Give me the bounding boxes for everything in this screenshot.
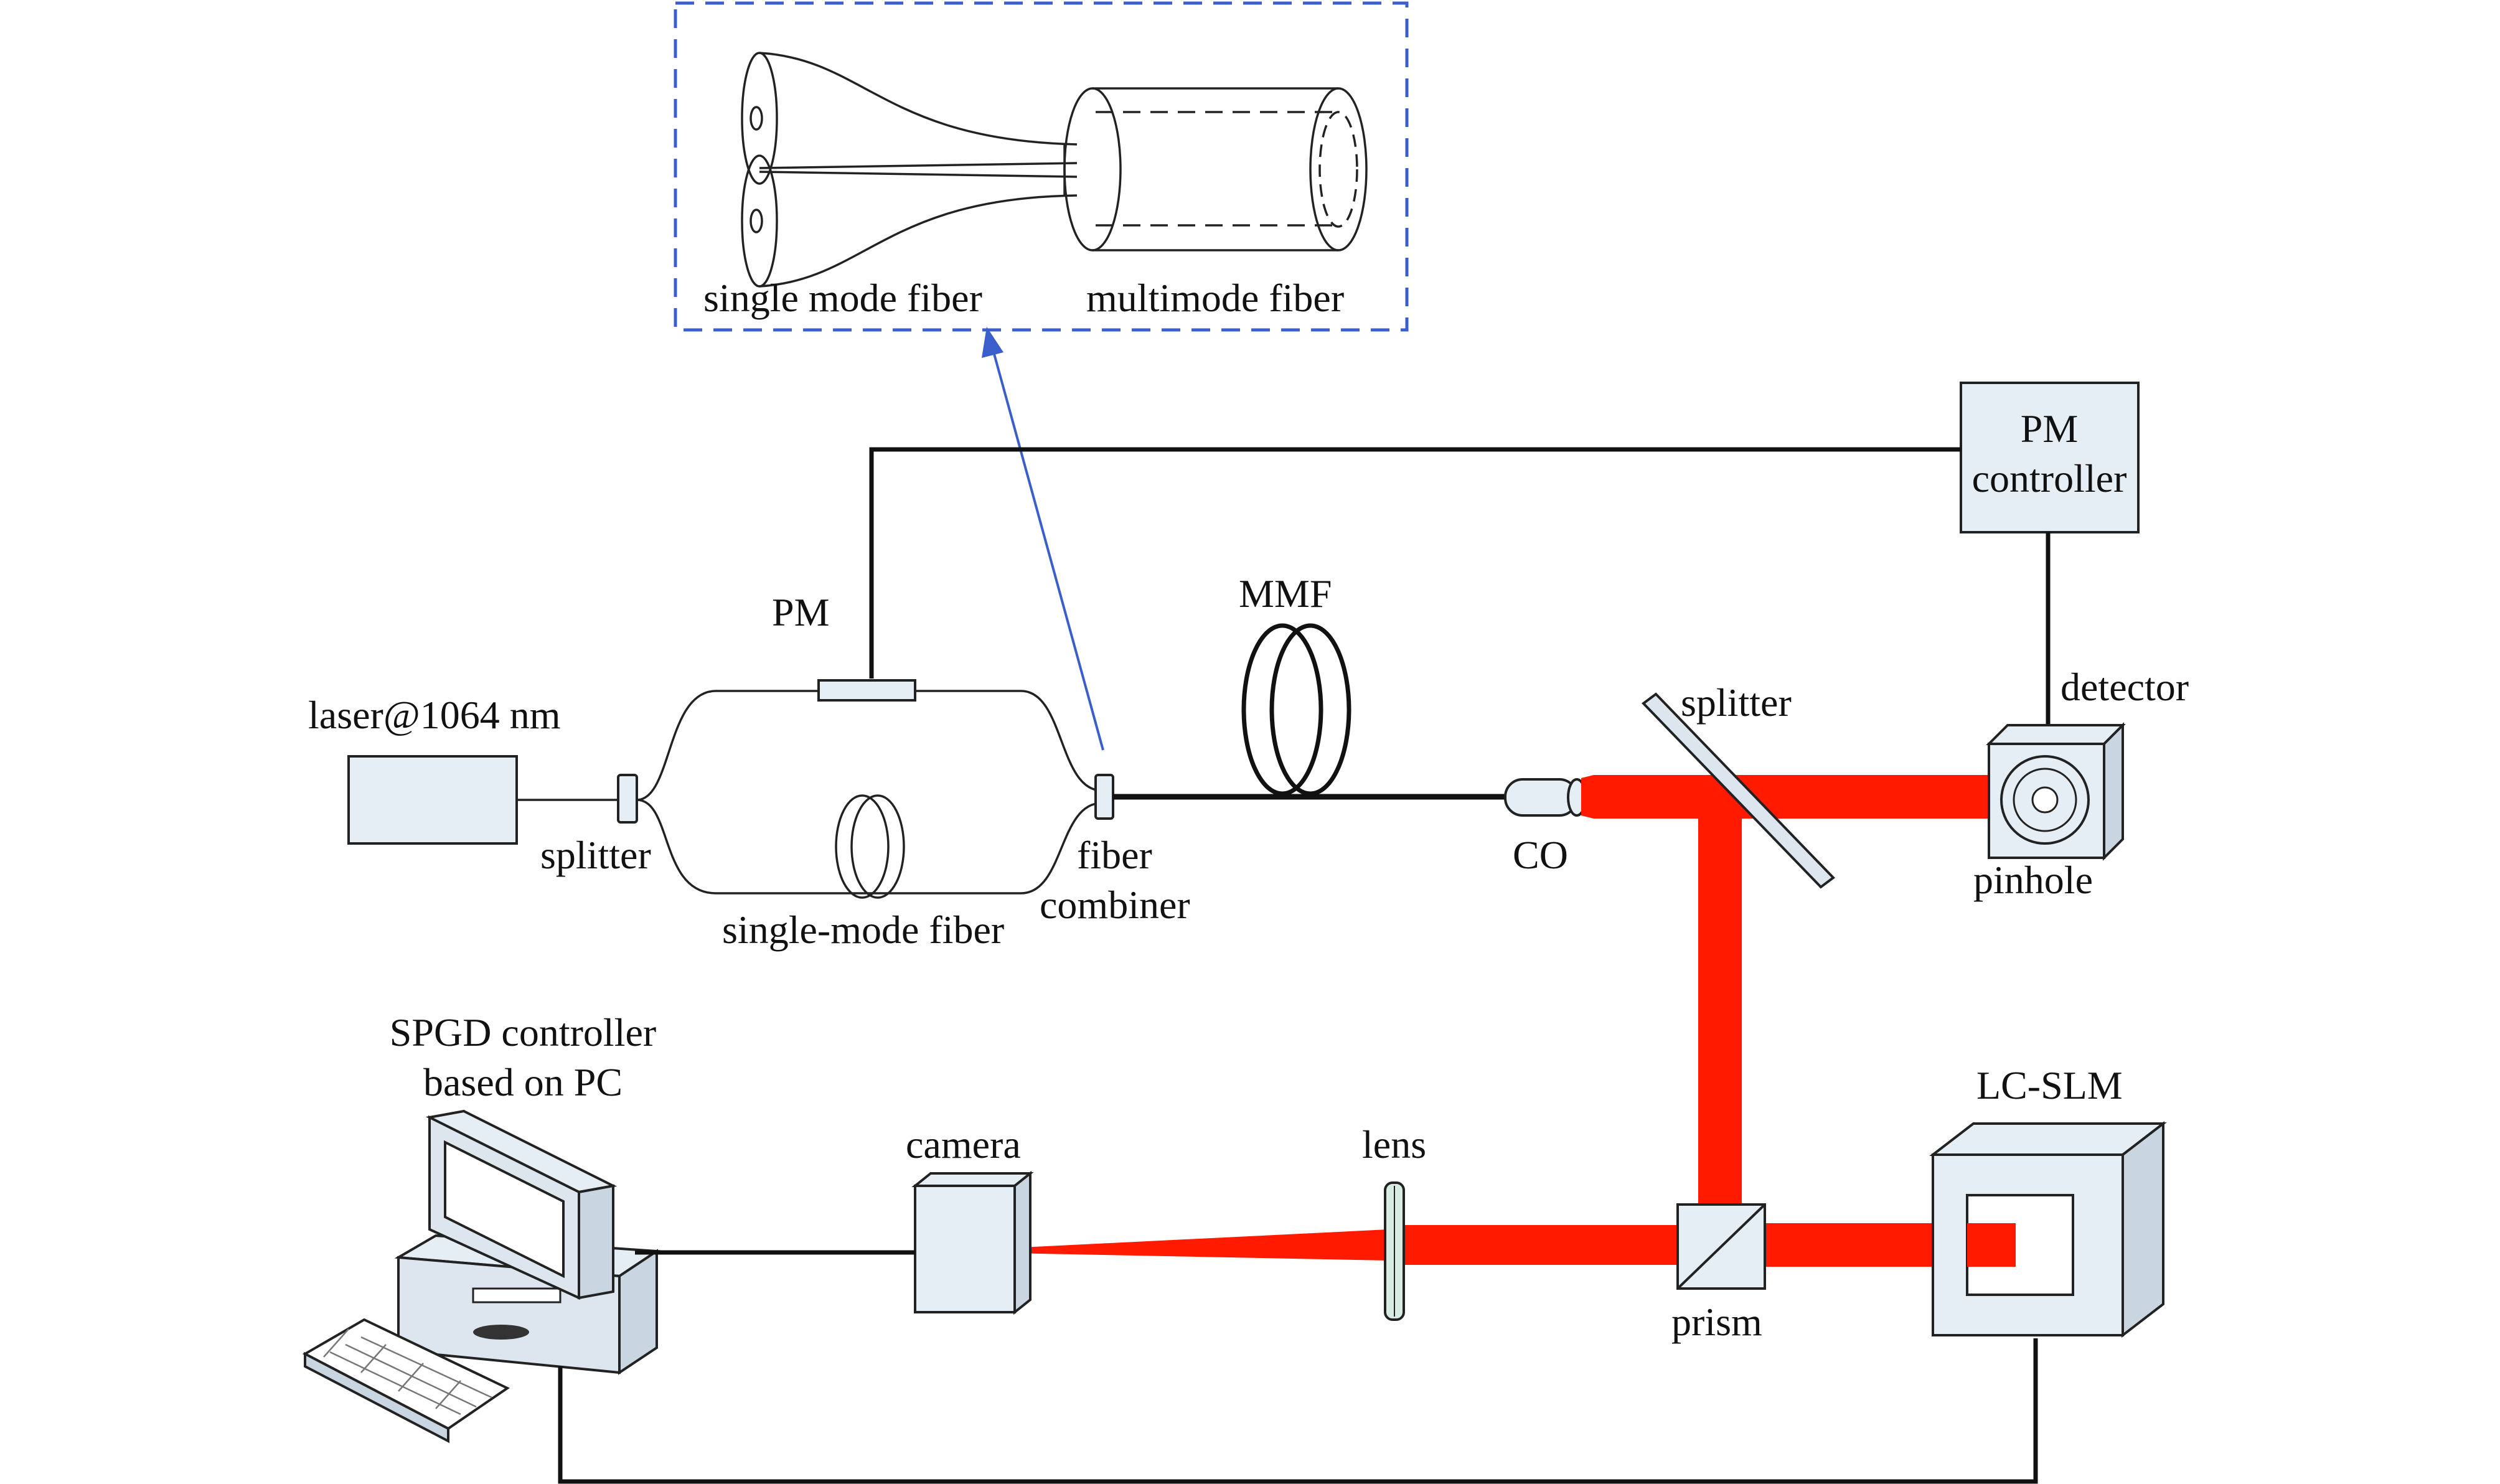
lc-slm-label: LC-SLM (1976, 1063, 2123, 1107)
beam-vertical (1698, 797, 1742, 1245)
single-mode-fiber-label: single-mode fiber (722, 908, 1004, 952)
fiber-combiner-label-line2: combiner (1040, 883, 1190, 927)
fiber-combiner-label-line1: fiber (1077, 833, 1152, 877)
fiber-combiner-inset: single mode fiber multimode fiber (674, 1, 1409, 332)
lens (1384, 1181, 1405, 1321)
prism (1676, 1203, 1766, 1290)
fiber-splitter-label: splitter (540, 833, 651, 877)
single-mode-fiber-coil (835, 794, 905, 899)
mmf-label: MMF (1239, 571, 1332, 616)
detector (1986, 722, 2126, 861)
pc-computer (302, 1109, 660, 1444)
inset-multimode-fiber-drawing (1063, 87, 1368, 251)
laser-label: laser@1064 nm (308, 693, 561, 737)
pm-controller-label-line1: PM (2021, 406, 2079, 451)
camera (911, 1170, 1034, 1315)
pinhole-aperture (2031, 786, 2059, 814)
inset-single-mode-fiber-drawing (741, 52, 1078, 288)
pm-controller: PM controller (1960, 382, 2140, 533)
inset-multimode-fiber-label: multimode fiber (1086, 276, 1344, 320)
spgd-controller-label-line2: based on PC (423, 1060, 623, 1104)
pinhole-label: pinhole (1973, 858, 2093, 902)
inset-single-mode-fiber-label: single mode fiber (703, 276, 982, 320)
inset-pointer-arrow (982, 327, 1104, 751)
pc-slm-wire (558, 1338, 2038, 1484)
pm-control-wire (869, 447, 1961, 679)
fiber-combiner (1094, 774, 1114, 820)
mmf-coil (1241, 623, 1351, 796)
beam-focused-to-camera (1008, 1229, 1388, 1261)
beam-prism-to-lens (1398, 1225, 1698, 1265)
phase-modulator (817, 679, 916, 702)
fiber-splitter (617, 774, 638, 824)
pm-controller-label-line2: controller (1972, 456, 2127, 500)
beam-splitter-label: splitter (1681, 680, 1792, 725)
pm-label: PM (772, 590, 830, 634)
spgd-controller-label-line1: SPGD controller (390, 1010, 656, 1054)
co-label: CO (1513, 833, 1568, 877)
lens-label: lens (1362, 1122, 1426, 1167)
laser-source: laser@1064 nm (308, 693, 561, 845)
prism-label: prism (1671, 1300, 1762, 1344)
camera-label: camera (906, 1122, 1021, 1167)
monitor-screen (444, 1140, 565, 1279)
collimator (1504, 778, 1587, 817)
beam-collimator-to-detector (1581, 775, 2036, 819)
fiber-arm-lower (636, 799, 1102, 895)
inset-border (674, 1, 1409, 332)
beam-splitter-plate (1641, 692, 1836, 889)
detector-label: detector (2061, 665, 2189, 709)
lc-slm (1929, 1120, 2167, 1338)
fiber-arm-upper (636, 690, 1102, 801)
